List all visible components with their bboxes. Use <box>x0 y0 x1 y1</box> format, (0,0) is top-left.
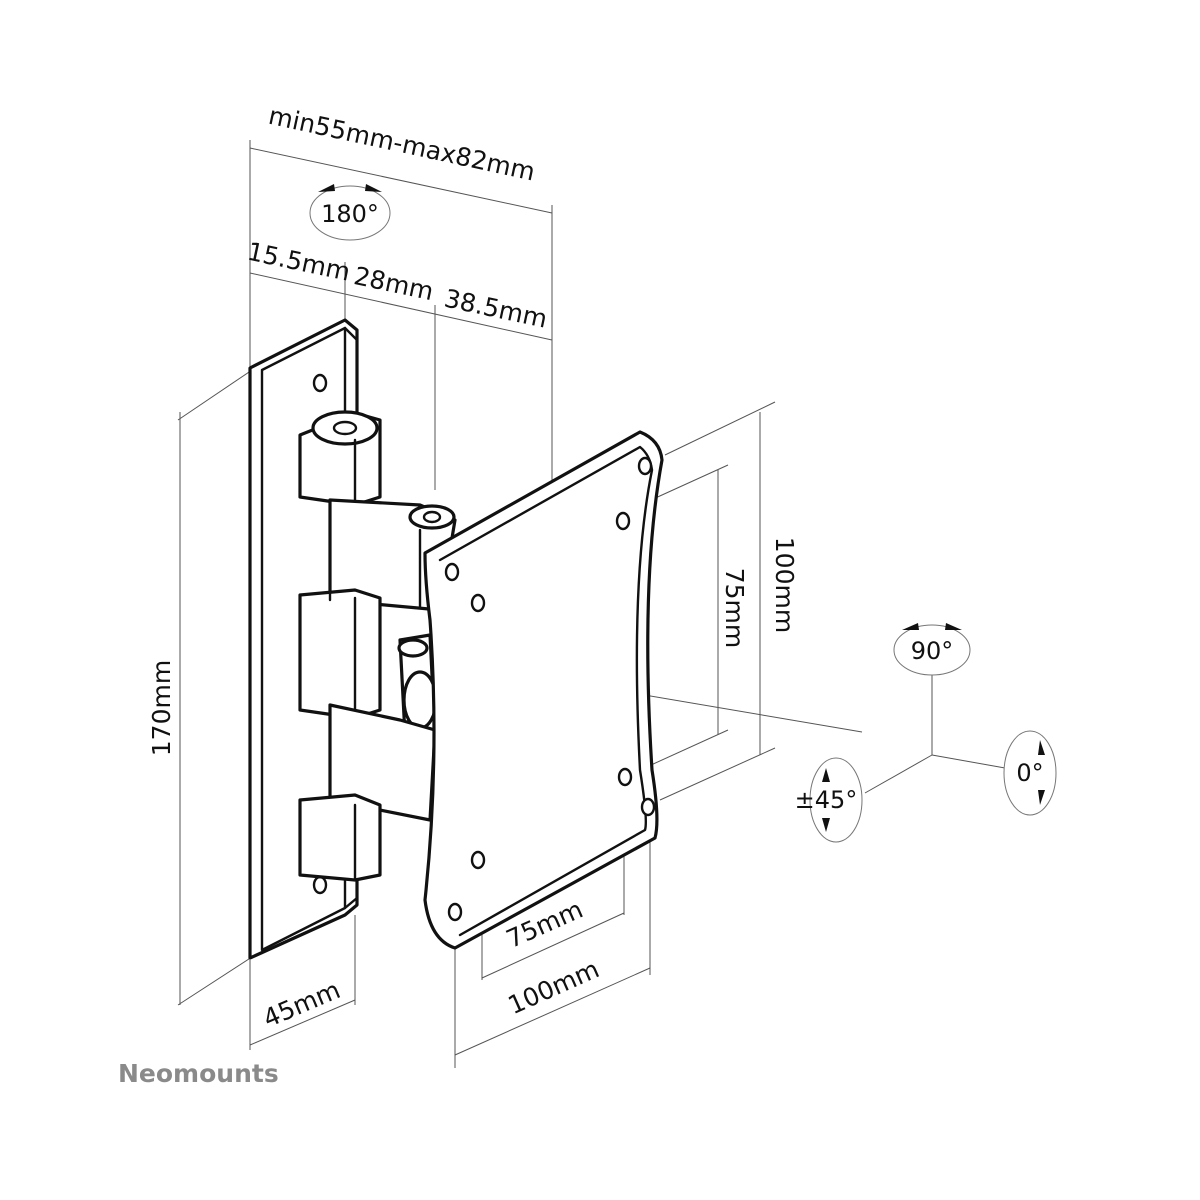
segment-1-label: 15.5mm <box>245 237 353 287</box>
dimension-lines <box>177 140 1006 1068</box>
screw-hole <box>312 875 328 895</box>
swivel-label: 180° <box>321 200 379 228</box>
rotate-label: 90° <box>911 637 954 665</box>
vesa-plate <box>423 430 664 950</box>
height-label: 170mm <box>147 660 176 756</box>
depth-label: min55mm-max82mm <box>266 101 538 187</box>
screw-hole <box>312 373 328 393</box>
vesa-vertical-large-label: 100mm <box>770 537 799 633</box>
tilt-label: 0° <box>1016 759 1043 787</box>
segment-2-label: 28mm <box>351 261 436 306</box>
vesa-horizontal-large-label: 100mm <box>504 954 604 1020</box>
swivel-badge: 180° <box>309 184 391 241</box>
tilt-badge: 0° <box>1003 730 1057 816</box>
tilt-range-label: ±45° <box>795 786 858 814</box>
segment-3-label: 38.5mm <box>442 284 550 334</box>
width-label: 45mm <box>259 975 344 1033</box>
vesa-vertical-small-label: 75mm <box>720 568 749 649</box>
rotate-badge: 90° <box>893 623 971 676</box>
tilt-range-badge: ±45° <box>795 757 863 843</box>
brand-logo: Neomounts <box>118 1059 279 1088</box>
